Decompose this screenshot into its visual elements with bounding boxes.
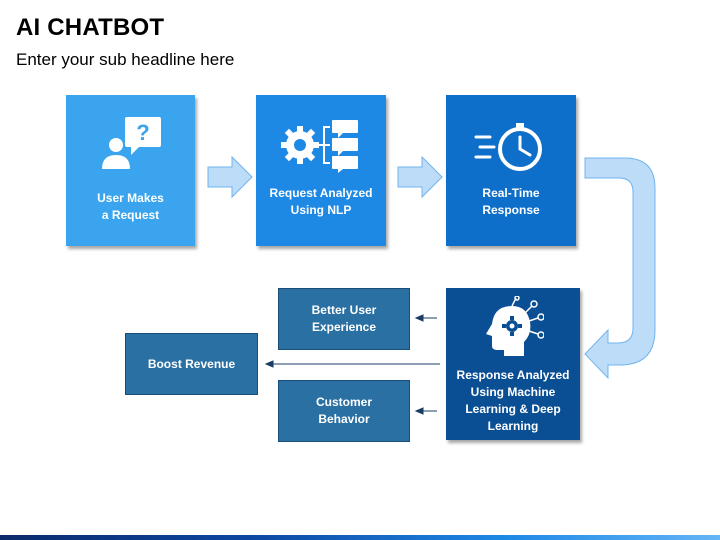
arrow-step3-to-step4 bbox=[584, 157, 656, 380]
arrow-step2-to-step3 bbox=[397, 155, 443, 199]
step-ml-analysis: Response Analyzed Using Machine Learning… bbox=[446, 288, 580, 440]
bottom-accent-bar bbox=[0, 535, 720, 540]
step-real-time-response: Real-Time Response bbox=[446, 95, 576, 246]
boost-revenue-label: Boost Revenue bbox=[147, 356, 236, 371]
step1-label-line1: User Makes bbox=[97, 191, 164, 205]
arrow-step1-to-step2 bbox=[207, 155, 253, 199]
step4-label-line2: Using Machine bbox=[470, 385, 556, 399]
outcome-customer-behavior: Customer Behavior bbox=[278, 380, 410, 442]
outcome-better-user-experience: Better User Experience bbox=[278, 288, 410, 350]
better-ux-line2: Experience bbox=[311, 320, 377, 334]
customer-behavior-line2: Behavior bbox=[318, 412, 370, 426]
thin-arrows bbox=[264, 314, 440, 415]
step2-label-line2: Using NLP bbox=[290, 203, 352, 217]
step4-label-line3: Learning & Deep bbox=[465, 402, 561, 416]
step3-label-line2: Response bbox=[482, 203, 540, 217]
step-nlp-analysis: Request Analyzed Using NLP bbox=[256, 95, 386, 246]
fast-clock-icon bbox=[474, 123, 542, 171]
step4-label-line1: Response Analyzed bbox=[456, 368, 570, 382]
step4-label-line4: Learning bbox=[487, 419, 539, 433]
better-ux-line1: Better User bbox=[311, 303, 377, 317]
outcome-boost-revenue: Boost Revenue bbox=[125, 333, 258, 395]
gear-chat-icon bbox=[281, 120, 358, 173]
step-user-request: ? User Makes a Request bbox=[66, 95, 195, 246]
arrow-to-better-ux bbox=[414, 314, 424, 322]
page-subtitle: Enter your sub headline here bbox=[16, 50, 235, 69]
arrow-to-customer-behavior bbox=[414, 407, 424, 415]
user-question-icon: ? bbox=[102, 117, 161, 169]
step3-label-line1: Real-Time bbox=[482, 186, 540, 200]
svg-text:?: ? bbox=[136, 120, 149, 145]
ai-head-icon bbox=[486, 296, 544, 356]
step1-label-line2: a Request bbox=[101, 208, 160, 222]
page-title: AI CHATBOT bbox=[16, 14, 165, 41]
arrow-to-boost-revenue bbox=[264, 360, 274, 368]
step2-label-line1: Request Analyzed bbox=[269, 186, 373, 200]
customer-behavior-line1: Customer bbox=[315, 395, 372, 409]
